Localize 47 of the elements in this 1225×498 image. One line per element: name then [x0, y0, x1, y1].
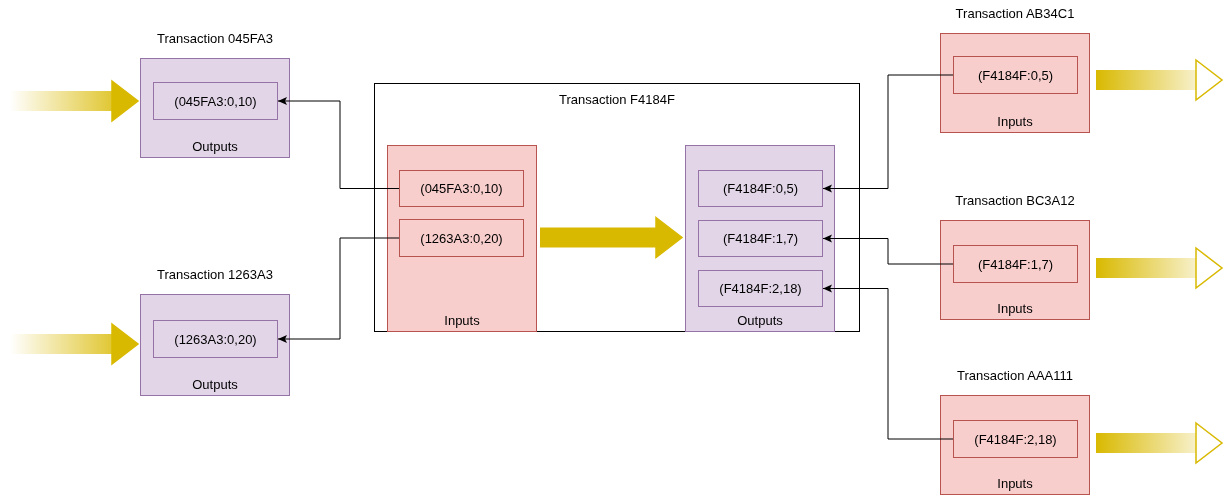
- transaction-title: Transaction 045FA3: [157, 31, 273, 46]
- entry-label: (1263A3:0,20): [420, 230, 503, 246]
- box-footer-label: Inputs: [997, 301, 1033, 316]
- output-entry-box: [153, 320, 278, 358]
- connector-arrow: [822, 284, 954, 440]
- entry-label: (F4184F:1,7): [977, 256, 1054, 272]
- entry-label: (F4184F:1,7): [722, 231, 799, 246]
- output-entry-box: [953, 245, 1078, 283]
- transaction-title: Transaction 1263A3: [157, 267, 273, 282]
- connector-arrow: [277, 237, 400, 343]
- box-footer-label: Outputs: [737, 313, 783, 328]
- box-footer-label: Inputs: [997, 476, 1033, 491]
- block-arrow: [1096, 422, 1223, 464]
- box-footer-label: Inputs: [997, 114, 1033, 129]
- entry-label: (F4184F:0,5): [977, 67, 1054, 83]
- output-entry-box: [953, 56, 1078, 94]
- block-arrow: [10, 80, 139, 122]
- block-arrow: [1096, 59, 1223, 101]
- transaction-frame: [374, 83, 860, 332]
- output-entry-box: [399, 170, 524, 207]
- box-footer-label: Outputs: [192, 377, 238, 392]
- io-panel: [685, 145, 835, 332]
- block-arrow: [1096, 247, 1223, 289]
- entry-label: (045FA3:0,10): [420, 181, 503, 196]
- block-arrow: [540, 216, 683, 259]
- output-entry-box: [399, 219, 524, 257]
- entry-label: (045FA3:0,10): [174, 93, 257, 109]
- transaction-title: Transaction F4184F: [559, 92, 675, 107]
- entry-label: (F4184F:2,18): [974, 431, 1057, 447]
- entry-label: (F4184F:2,18): [719, 281, 802, 296]
- connector-arrow: [822, 234, 954, 265]
- transaction-title: Transaction BC3A12: [955, 193, 1075, 208]
- output-entry-box: [953, 420, 1078, 458]
- connector-arrow: [822, 74, 954, 193]
- output-entry-box: [698, 220, 823, 257]
- entry-label: (1263A3:0,20): [174, 331, 257, 347]
- output-entry-box: [153, 82, 278, 120]
- output-entry-box: [698, 170, 823, 207]
- connector-arrow: [277, 97, 400, 189]
- box-footer-label: Outputs: [192, 139, 238, 154]
- output-entry-box: [698, 270, 823, 307]
- transaction-title: Transaction AB34C1: [955, 6, 1075, 21]
- entry-label: (F4184F:0,5): [722, 181, 799, 196]
- transaction-title: Transaction AAA111: [956, 368, 1074, 383]
- io-panel: [387, 145, 537, 332]
- box-footer-label: Inputs: [444, 313, 480, 328]
- block-arrow: [10, 323, 139, 365]
